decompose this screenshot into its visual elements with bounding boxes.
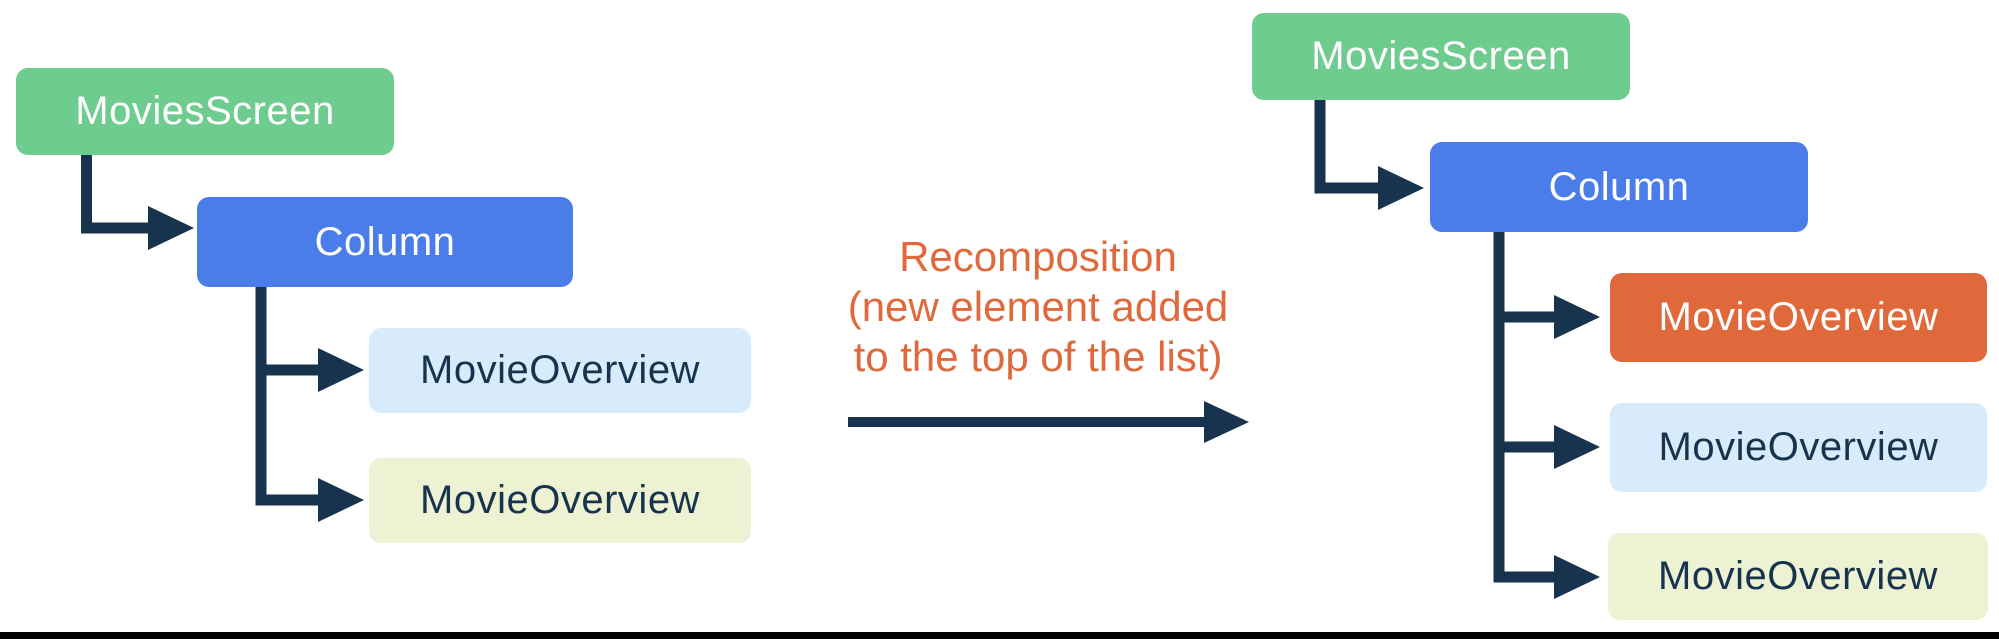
caption-line-1: Recomposition [899, 233, 1177, 280]
arrowhead-icon [1554, 295, 1600, 339]
after-moviesscreen-node: MoviesScreen [1252, 13, 1630, 100]
before-moviesscreen-node: MoviesScreen [16, 68, 394, 155]
after-movieoverview-node-2: MovieOverview [1610, 403, 1987, 492]
before-column-node: Column [197, 197, 573, 287]
after-movieoverview-node-3: MovieOverview [1608, 533, 1988, 620]
arrowhead-icon [1204, 401, 1249, 443]
caption-line-2: (new element added [847, 283, 1229, 330]
before-movieoverview-node-2: MovieOverview [369, 458, 751, 543]
after-column-node: Column [1430, 142, 1808, 232]
arrowhead-icon [318, 348, 364, 392]
caption-line-3: to the top of the list) [853, 333, 1223, 380]
before-movieoverview-node-1: MovieOverview [369, 328, 751, 413]
arrowhead-icon [1554, 555, 1600, 599]
arrowhead-icon [148, 206, 194, 250]
after-movieoverview-node-new: MovieOverview [1610, 273, 1987, 362]
bottom-divider [0, 632, 1999, 639]
recomposition-caption: Recomposition (new element added to the … [828, 232, 1248, 382]
arrowhead-icon [1378, 166, 1424, 210]
arrowhead-icon [318, 478, 364, 522]
arrowhead-icon [1554, 425, 1600, 469]
